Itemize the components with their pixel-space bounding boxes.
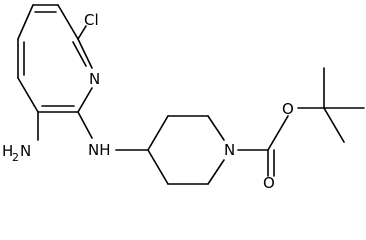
bond-c7-n	[77, 87, 93, 113]
bond-c5-c6	[17, 77, 39, 113]
bond-c1-c2	[57, 4, 79, 40]
bond-c3-c4	[17, 4, 34, 40]
piperidine-ring	[147, 115, 225, 185]
bond-pip-1	[147, 115, 169, 151]
bond-tbu-down	[323, 107, 345, 143]
ring-nitrogen-atom: N	[89, 70, 100, 88]
molecule-structure: Cl N H N 2 NH N O O	[2, 4, 365, 189]
bond-c-nh	[77, 111, 93, 139]
bond-pip-6	[207, 159, 225, 185]
amine-2-subscript: 2	[12, 151, 19, 164]
amine-h-label: H	[2, 142, 13, 160]
molecule-canvas: Cl N H N 2 NH N O O	[2, 4, 365, 189]
pyridine-ring	[17, 4, 93, 113]
carbonyl-oxygen-atom: O	[263, 174, 275, 189]
bond-n-c1-inner	[72, 41, 87, 67]
bond-pip-4	[147, 149, 169, 185]
linker-nh-label: NH	[88, 141, 111, 159]
bond-n-c1	[77, 38, 93, 69]
amine-n-label: N	[20, 142, 31, 160]
bond-carbonyl-ester-o	[267, 115, 289, 151]
chlorine-atom: Cl	[84, 11, 99, 29]
bond-c-cl	[77, 25, 87, 40]
bond-pip-3	[207, 115, 225, 141]
ester-oxygen-atom: O	[282, 100, 294, 118]
piperidine-nitrogen-atom: N	[224, 141, 235, 159]
